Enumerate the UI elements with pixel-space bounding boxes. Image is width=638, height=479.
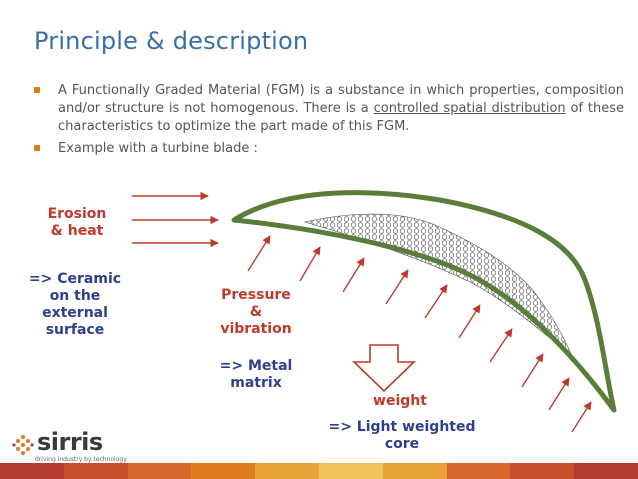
label-line: on the: [49, 288, 101, 304]
pressure-arrow: [342, 257, 365, 293]
pressure-arrow: [521, 353, 544, 388]
label-line: & heat: [50, 223, 104, 239]
bullet-square-icon: [34, 87, 40, 93]
slide-title: Principle & description: [34, 27, 309, 55]
strip-segment: [255, 463, 319, 479]
bullet-list: A Functionally Graded Material (FGM) is …: [34, 82, 624, 158]
sirris-logo-text: sirris: [37, 428, 103, 456]
pressure-arrow: [489, 328, 513, 363]
pressure-arrow: [458, 304, 481, 339]
ceramic-label: => Ceramic on the external surface: [22, 271, 128, 339]
strip-segment: [127, 463, 192, 479]
label-line: vibration: [220, 321, 292, 337]
pressure-arrow: [247, 235, 271, 272]
label-line: Pressure: [221, 287, 291, 303]
light-weighted-core-label: => Light weighted core: [314, 419, 490, 453]
pressure-arrow: [571, 401, 592, 433]
strip-segment: [446, 463, 511, 479]
sirris-logo-icon: [12, 435, 34, 455]
label-line: Erosion: [47, 206, 107, 222]
label-line: => Light weighted: [328, 419, 476, 435]
turbine-blade-outline: [231, 190, 617, 413]
hexagonal-core: [303, 213, 573, 357]
label-line: core: [384, 436, 420, 452]
strip-segment: [382, 463, 447, 479]
bullet-square-icon: [34, 145, 40, 151]
pressure-arrow: [548, 377, 570, 411]
pressure-vibration-label: Pressure & vibration: [210, 287, 302, 338]
logo-tagline: driving industry by technology: [35, 456, 127, 463]
strip-segment: [574, 463, 638, 479]
bullet-text: Example with a turbine blade :: [58, 141, 258, 156]
label-line: => Ceramic: [28, 271, 122, 287]
pressure-arrow: [299, 246, 321, 282]
label-line: surface: [45, 322, 105, 338]
bullet-item-example: Example with a turbine blade :: [34, 140, 624, 158]
erosion-heat-label: Erosion & heat: [38, 206, 116, 240]
strip-segment: [0, 463, 64, 479]
pressure-arrow: [424, 284, 448, 319]
weight-label: weight: [373, 393, 427, 409]
footer-color-strip: [0, 463, 638, 479]
label-line: => Metal: [219, 358, 293, 374]
label-line: external: [42, 305, 108, 321]
metal-matrix-label: => Metal matrix: [210, 358, 302, 392]
strip-segment: [191, 463, 256, 479]
strip-segment: [318, 463, 383, 479]
label-line: &: [249, 304, 263, 320]
bullet-text-end: of these characteristics to optimize the…: [58, 101, 624, 134]
bullet-text-start: A Functionally Graded Material (FGM) is …: [58, 83, 624, 116]
underlined-phrase: controlled spatial distribution: [373, 101, 566, 116]
weight-arrow-icon: [352, 344, 416, 393]
bullet-item-definition: A Functionally Graded Material (FGM) is …: [34, 82, 624, 136]
label-line: matrix: [230, 375, 282, 391]
strip-segment: [63, 463, 128, 479]
pressure-arrow: [385, 269, 409, 305]
strip-segment: [510, 463, 575, 479]
